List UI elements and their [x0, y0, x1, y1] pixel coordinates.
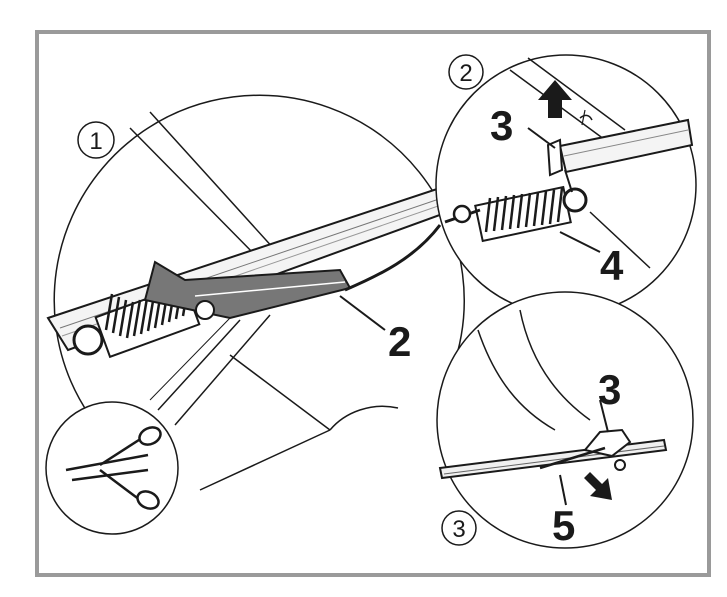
callout-5: 5: [552, 502, 575, 549]
detail-3: 3 3 5: [437, 292, 693, 549]
detail-2: 2 3 4: [436, 55, 696, 315]
step-number-3: 3: [452, 516, 465, 543]
callout-2: 2: [388, 318, 411, 365]
callout-3-bottom: 3: [598, 366, 621, 413]
scissors-inset: [46, 402, 178, 534]
step-number-1: 1: [89, 128, 102, 155]
step-number-2: 2: [459, 60, 472, 87]
callout-3-top: 3: [490, 102, 513, 149]
callout-4: 4: [600, 242, 624, 289]
